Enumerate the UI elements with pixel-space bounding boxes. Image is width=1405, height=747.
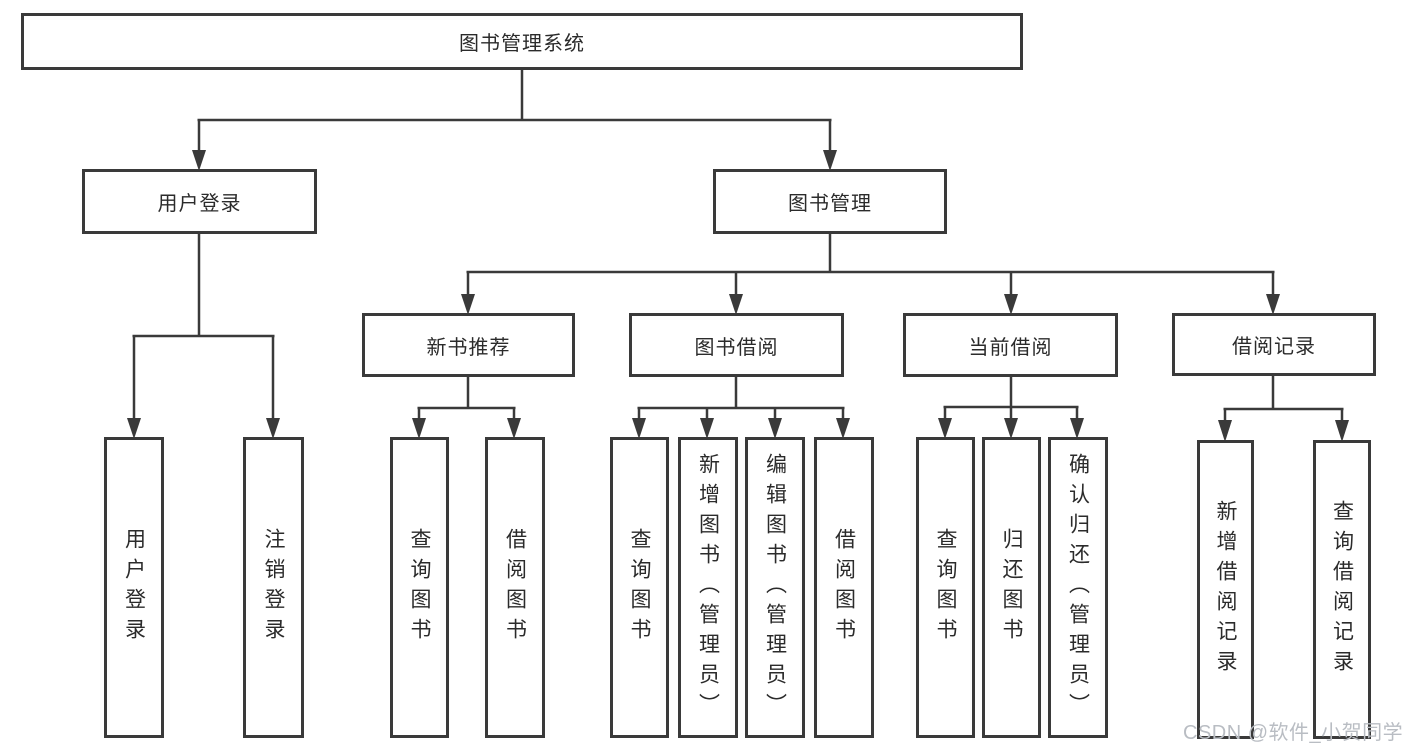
- leaf-add-books-admin: 新增图书（管理员）: [678, 437, 738, 738]
- arrowhead-icon: [1335, 420, 1349, 442]
- node-current-borrow: 当前借阅: [903, 313, 1118, 377]
- leaf-query-books-recommend: 查询图书: [390, 437, 449, 738]
- leaf-borrow-books-recommend: 借阅图书: [485, 437, 545, 738]
- arrowhead-icon: [1266, 294, 1280, 315]
- arrowhead-icon: [1070, 418, 1084, 439]
- leaf-return-books: 归还图书: [982, 437, 1041, 738]
- node-root: 图书管理系统: [21, 13, 1023, 70]
- arrowhead-icon: [127, 418, 141, 439]
- arrowhead-icon: [938, 418, 952, 439]
- connector-book-management: [461, 233, 1280, 315]
- leaf-logout: 注销登录: [243, 437, 304, 738]
- leaf-label: 归还图书: [1000, 527, 1023, 648]
- arrowhead-icon: [266, 418, 280, 439]
- arrowhead-icon: [700, 418, 714, 439]
- connector-user-login: [127, 233, 280, 439]
- leaf-label: 查询图书: [628, 527, 651, 648]
- leaf-query-books-borrow: 查询图书: [610, 437, 669, 738]
- arrowhead-icon: [1004, 294, 1018, 315]
- leaf-edit-books-admin: 编辑图书（管理员）: [745, 437, 805, 738]
- leaf-label: 新增图书（管理员）: [696, 452, 720, 723]
- leaf-label: 注销登录: [262, 527, 285, 648]
- arrowhead-icon: [1218, 420, 1232, 442]
- node-user-login: 用户登录: [82, 169, 317, 234]
- leaf-query-borrow-record: 查询借阅记录: [1313, 440, 1371, 739]
- node-borrow-records: 借阅记录: [1172, 313, 1376, 376]
- leaf-label: 借阅图书: [832, 527, 856, 648]
- leaf-confirm-return-admin: 确认归还（管理员）: [1048, 437, 1108, 738]
- node-new-book-recommend: 新书推荐: [362, 313, 575, 377]
- leaf-user-login: 用户登录: [104, 437, 164, 738]
- arrowhead-icon: [461, 294, 475, 315]
- leaf-borrow-books: 借阅图书: [814, 437, 874, 738]
- leaf-label: 查询图书: [934, 527, 957, 648]
- connector-root: [192, 68, 837, 171]
- csdn-watermark: CSDN @软件_小贺同学: [1183, 722, 1404, 744]
- arrowhead-icon: [768, 418, 782, 439]
- leaf-label: 查询借阅记录: [1330, 499, 1354, 680]
- leaf-label: 查询图书: [408, 527, 431, 648]
- arrowhead-icon: [192, 150, 206, 171]
- arrowhead-icon: [507, 418, 521, 439]
- arrowhead-icon: [1004, 418, 1018, 439]
- node-book-management: 图书管理: [713, 169, 947, 234]
- connector-current-borrow: [938, 376, 1084, 439]
- leaf-add-borrow-record: 新增借阅记录: [1197, 440, 1254, 739]
- leaf-label: 借阅图书: [503, 527, 527, 648]
- leaf-label: 确认归还（管理员）: [1066, 452, 1090, 723]
- leaf-label: 编辑图书（管理员）: [763, 452, 787, 723]
- leaf-label: 新增借阅记录: [1214, 499, 1237, 680]
- arrowhead-icon: [823, 150, 837, 171]
- leaf-label: 用户登录: [122, 527, 146, 648]
- arrowhead-icon: [836, 418, 850, 439]
- connector-new-book-recommend: [412, 376, 521, 439]
- arrowhead-icon: [632, 418, 646, 439]
- arrowhead-icon: [412, 418, 426, 439]
- node-book-borrow: 图书借阅: [629, 313, 844, 377]
- connector-borrow-records: [1218, 375, 1349, 442]
- connector-book-borrow: [632, 376, 850, 439]
- leaf-query-books-current: 查询图书: [916, 437, 975, 738]
- arrowhead-icon: [729, 294, 743, 315]
